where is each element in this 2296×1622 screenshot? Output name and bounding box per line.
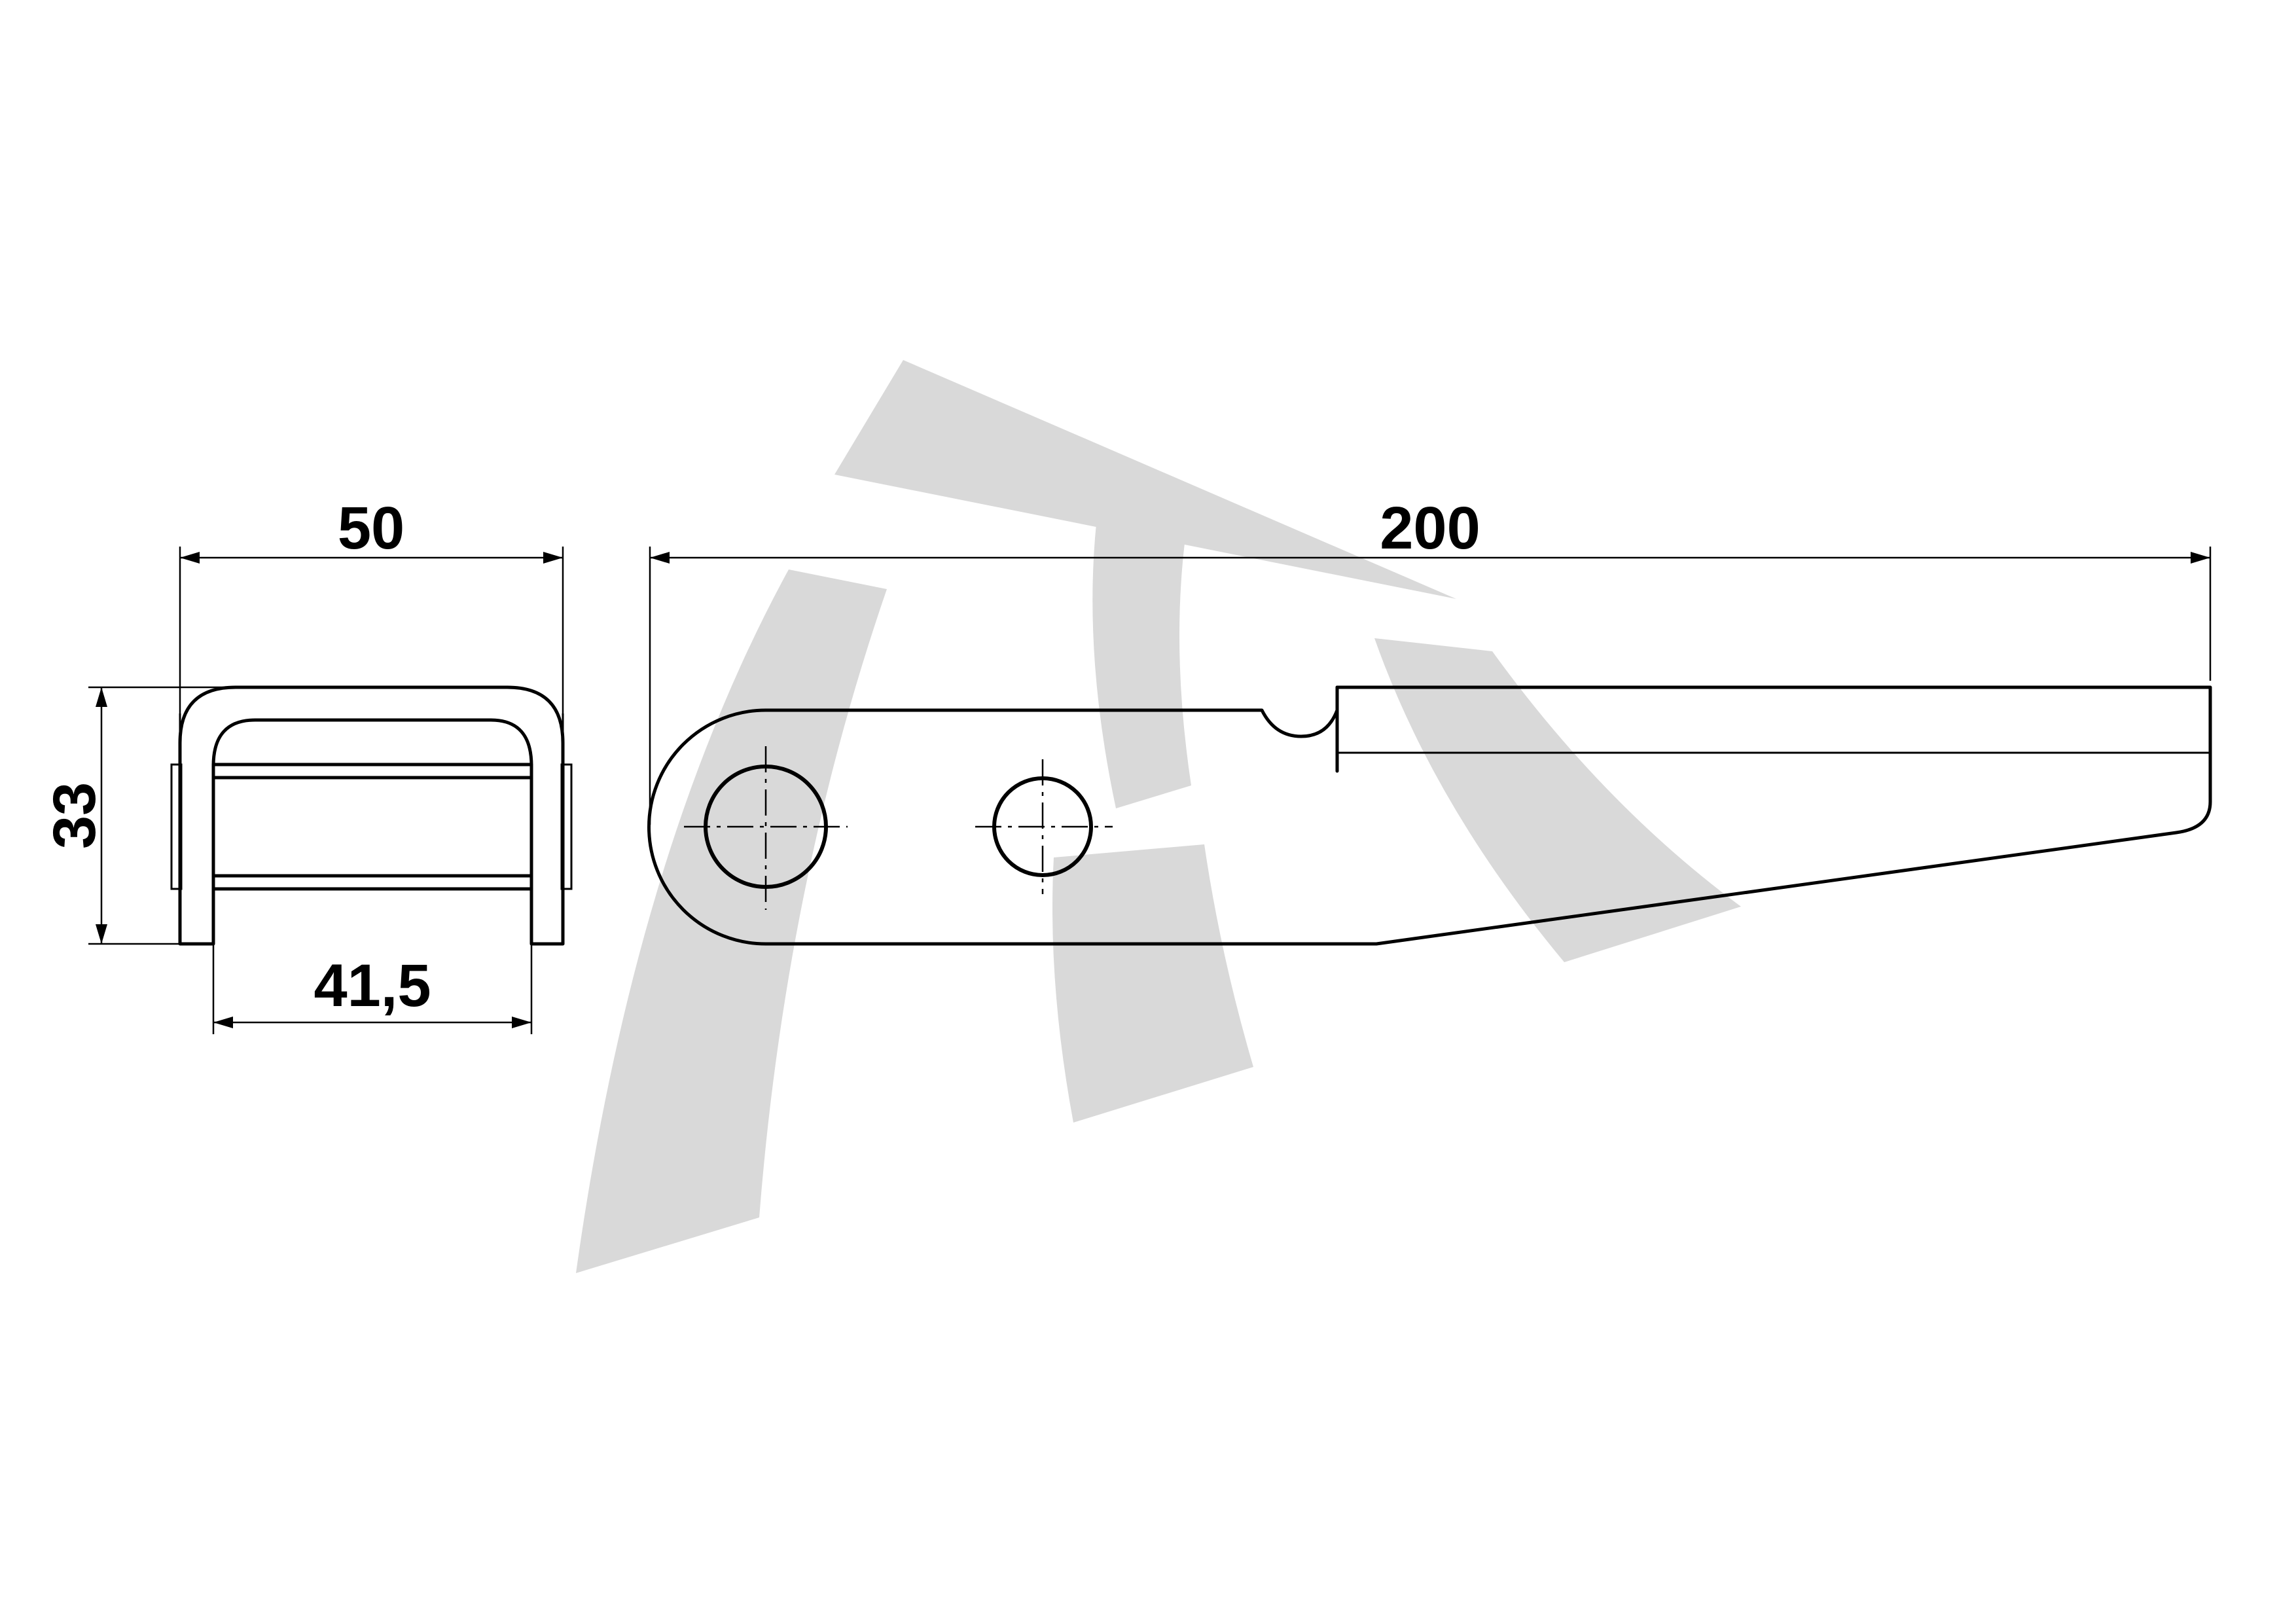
watermark-lower-stem <box>1052 844 1253 1123</box>
dim-33-label: 33 <box>41 782 108 849</box>
main-view <box>647 685 2212 946</box>
dimension-200: 200 <box>649 495 2212 825</box>
dim-200-arrow-right <box>2191 552 2210 564</box>
dim-41-5-arrow-right <box>512 1017 531 1028</box>
dimension-33: 33 <box>41 686 236 945</box>
dim-41-5-label: 41,5 <box>314 952 431 1019</box>
side-view-outer-bracket <box>178 685 565 946</box>
dimension-41-5: 41,5 <box>212 944 533 1034</box>
dim-50-label: 50 <box>338 495 404 562</box>
watermark-logo <box>576 360 1741 1273</box>
watermark-top-bar <box>834 360 1456 599</box>
dim-200-label: 200 <box>1380 495 1480 562</box>
dim-50-arrow-right <box>543 552 563 564</box>
side-view-tab-left <box>170 763 183 890</box>
side-view <box>170 685 573 946</box>
dim-33-arrow-bottom <box>96 924 107 944</box>
dim-200-arrow-left <box>650 552 670 564</box>
watermark-stroke-left <box>576 569 887 1273</box>
side-view-tab-right <box>560 763 573 890</box>
dim-41-5-arrow-left <box>213 1017 233 1028</box>
dim-50-arrow-left <box>180 552 200 564</box>
watermark-stroke-right <box>1374 638 1741 962</box>
dim-33-arrow-top <box>96 687 107 707</box>
dimension-50: 50 <box>179 495 564 713</box>
watermark-stem <box>1092 524 1191 808</box>
main-view-outline <box>647 685 2212 946</box>
